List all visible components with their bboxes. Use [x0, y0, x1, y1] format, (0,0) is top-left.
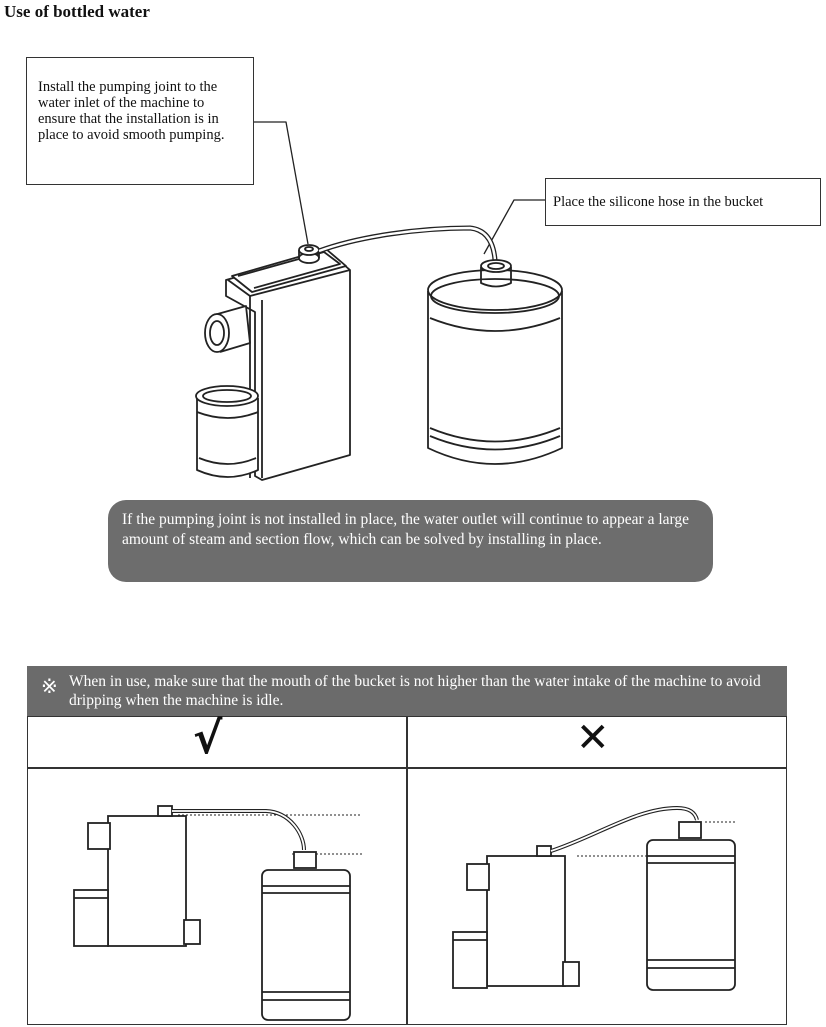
comparison-table: √ ✕ [27, 713, 787, 1025]
machine [107, 815, 187, 947]
table-divider-horizontal [28, 767, 786, 769]
machine-setup-illustration [195, 121, 563, 481]
page-title: Use of bottled water [4, 2, 150, 21]
usage-note-bar: ※ When in use, make sure that the mouth … [27, 666, 787, 716]
cup [452, 931, 488, 989]
bucket [646, 839, 736, 991]
cup [196, 398, 259, 478]
installation-warning: If the pumping joint is not installed in… [108, 500, 713, 582]
wrong-cross-icon: ✕ [576, 715, 610, 761]
bucket [261, 869, 351, 1021]
reference-mark-icon: ※ [41, 676, 58, 698]
table-divider-vertical [406, 717, 408, 1024]
machine [486, 855, 566, 987]
leader-line-joint [254, 121, 309, 245]
usage-note-text: When in use, make sure that the mouth of… [69, 673, 761, 709]
wrong-setup-illustration [452, 805, 737, 991]
correct-setup-illustration [73, 805, 362, 1021]
silicone-hose-callout: Place the silicone hose in the bucket [545, 178, 821, 226]
cup [73, 889, 109, 947]
leader-line-hose [483, 199, 545, 255]
correct-check-icon: √ [193, 713, 223, 764]
water-bucket [427, 291, 563, 465]
pumping-joint-callout: Install the pumping joint to the water i… [26, 57, 254, 185]
